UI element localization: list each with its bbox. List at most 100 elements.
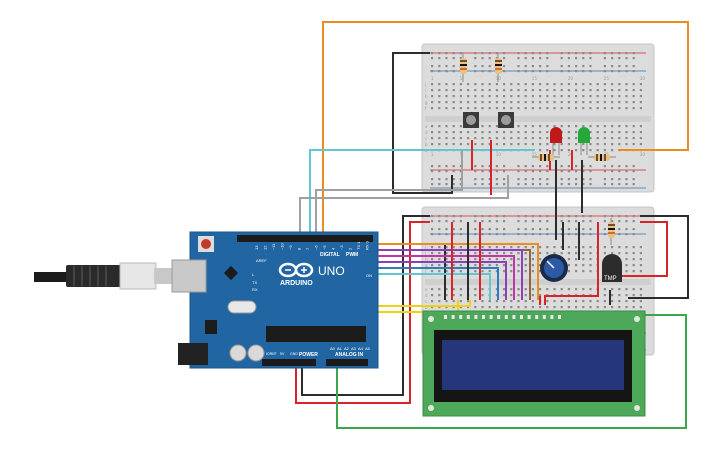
digital-pin-label: ~10 (280, 242, 285, 250)
gnd-label: GND (290, 352, 298, 356)
row-number: 25 (604, 76, 610, 81)
digital-pin-label: ~11 (271, 243, 276, 250)
power-label: POWER (299, 352, 318, 358)
arduino-logo (278, 262, 314, 278)
digital-pin-label: ~5 (322, 245, 327, 250)
resistor-3[interactable] (532, 154, 560, 161)
digital-pin-label: 12 (263, 245, 268, 250)
analog-pin-label: A2 (344, 346, 350, 351)
v5-label: 5V (280, 352, 285, 356)
digital-header (237, 235, 373, 242)
wire-gray-2[interactable] (315, 150, 463, 232)
digital-pin-label: ~9 (288, 245, 293, 250)
wire-red-5v[interactable] (295, 221, 430, 404)
wire-black-bb-left[interactable] (301, 215, 430, 396)
row-number: 10 (496, 152, 502, 157)
analog-pin-label: A3 (351, 346, 357, 351)
resistor-4[interactable] (588, 154, 616, 161)
tx-label: TX (252, 280, 257, 285)
row-letter: c (425, 136, 427, 141)
digital-pin-label: ~3 (339, 245, 344, 250)
row-number: 20 (568, 76, 574, 81)
digital-pin-label: 4 (331, 247, 336, 250)
wire-orange[interactable] (322, 21, 689, 232)
on-label: ON (366, 273, 372, 278)
row-letter: h (425, 94, 428, 99)
row-letter: g (425, 100, 428, 105)
row-number: 5 (460, 76, 463, 81)
row-letter: f (425, 269, 427, 274)
resistor-5[interactable] (608, 218, 615, 245)
row-number: 1 (431, 76, 434, 81)
wire-green[interactable] (336, 314, 687, 429)
wire-black-top[interactable] (392, 52, 453, 194)
lcd-screen (442, 340, 624, 390)
capacitor-2 (247, 344, 265, 362)
analog-label: ANALOG IN (335, 352, 363, 358)
row-letter: d (425, 130, 428, 135)
digital-pin-label: TX 1 (356, 241, 361, 250)
row-letter: b (425, 142, 428, 147)
model-label: UNO (318, 264, 345, 278)
led-green[interactable] (578, 127, 590, 155)
tmp-label: TMP (604, 276, 617, 282)
digital-pin-label: RX 0 (365, 240, 370, 250)
analog-pin-label: A5 (365, 346, 371, 351)
row-letter: i (425, 251, 426, 256)
crystal (227, 300, 257, 314)
lcd-display[interactable] (422, 310, 646, 417)
rx-label: RX (252, 287, 258, 292)
potentiometer[interactable] (540, 254, 568, 282)
brand-label: ARDUINO (280, 280, 313, 287)
led-red[interactable] (550, 127, 562, 155)
digital-pin-label: 7 (305, 247, 310, 250)
row-letter: e (425, 124, 428, 129)
analog-pin-label: A1 (337, 346, 343, 351)
row-letter: d (425, 293, 428, 298)
aref-label: AREF (256, 258, 267, 263)
row-number: 30 (640, 152, 646, 157)
analog-header (326, 359, 368, 366)
analog-pin-label: A0 (330, 346, 336, 351)
breadboard-top[interactable]: 115510101515202025253030jihgfedcba (421, 43, 655, 193)
voltage-regulator (205, 320, 217, 334)
atmega-chip (266, 326, 366, 342)
analog-pin-label: A4 (358, 346, 364, 351)
capacitor-1 (229, 344, 247, 362)
wire-black-right[interactable] (628, 215, 689, 299)
row-number: 15 (532, 76, 538, 81)
row-letter: c (425, 299, 427, 304)
resistor-1[interactable] (460, 52, 467, 82)
pwm-label: PWM (346, 252, 358, 258)
digital-pin-label: 13 (254, 245, 259, 250)
row-number: 15 (532, 152, 538, 157)
wire-cyan[interactable] (309, 149, 535, 232)
row-letter: h (425, 257, 428, 262)
wire-gray-1[interactable] (299, 175, 509, 232)
digital-pin-label: 2 (348, 247, 353, 250)
digital-label: DIGITAL (320, 252, 340, 258)
power-header (262, 359, 316, 366)
row-letter: j (424, 245, 426, 250)
digital-pin-label: ~6 (314, 245, 319, 250)
row-letter: f (425, 106, 427, 111)
wire-red-pot[interactable] (544, 222, 599, 305)
pushbutton-1[interactable] (463, 112, 479, 128)
usb-chip (223, 265, 239, 281)
row-number: 30 (640, 76, 646, 81)
usb-jack (171, 259, 207, 293)
resistor-2[interactable] (495, 52, 502, 82)
row-letter: i (425, 88, 426, 93)
row-letter: j (424, 82, 426, 87)
usb-cable[interactable] (34, 262, 174, 290)
temperature-sensor[interactable]: TMP (602, 254, 622, 282)
wire-red-right[interactable] (622, 221, 668, 277)
arduino-uno-board[interactable]: ARDUINO UNO DIGITAL PWM POWER ANALOG IN … (171, 231, 379, 369)
row-letter: e (425, 287, 428, 292)
digital-pin-label: 8 (297, 247, 302, 250)
ioref-label: IOREF (266, 352, 277, 356)
pushbutton-2[interactable] (498, 112, 514, 128)
